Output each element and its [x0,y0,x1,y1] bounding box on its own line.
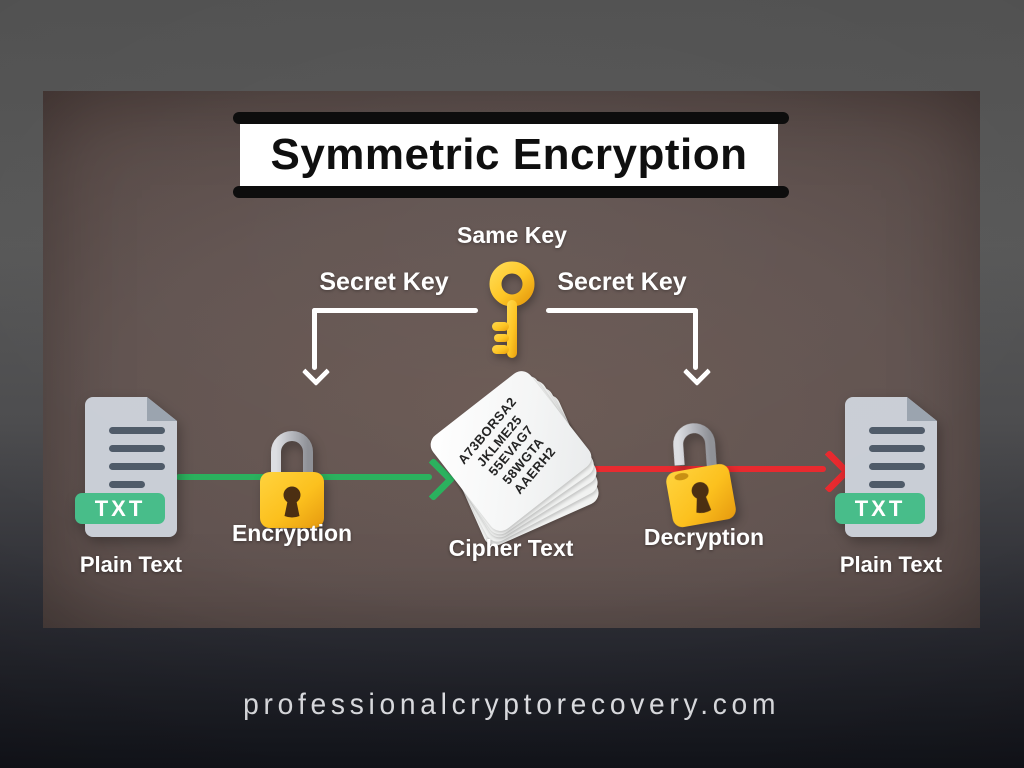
website-url: professionalcryptorecovery.com [243,688,781,721]
cipher-text-label: Cipher Text [448,535,574,561]
secret-key-right-drop-line [693,308,698,370]
txt-file-icon: TXT [835,397,939,541]
padlock-open-icon [666,423,736,528]
secret-key-left-drop-line [312,308,317,370]
cipher-text-lines: A73BORSA2 JKLME25 55EVAG7 58WGTA AAERH2 [454,394,559,498]
secret-key-left-label: Secret Key [319,268,449,296]
page-title: Symmetric Encryption [270,130,748,179]
title-bottom-bar [233,186,789,198]
encryption-label: Encryption [231,520,353,546]
secret-key-left-line [312,308,478,313]
cipher-text-papers-icon: A73BORSA2 JKLME25 55EVAG7 58WGTA AAERH2 [425,366,603,550]
title-box: Symmetric Encryption [240,123,778,187]
file-fold-corner [147,397,177,421]
decryption-label: Decryption [643,524,765,550]
plain-text-left-label: Plain Text [79,552,183,577]
txt-file-icon: TXT [75,397,179,541]
title-top-bar [233,112,789,124]
plain-text-right-label: Plain Text [839,552,943,577]
footer: professionalcryptorecovery.com [0,688,1024,722]
same-key-label: Same Key [457,222,567,248]
txt-badge: TXT [75,493,165,524]
secret-key-right-label: Secret Key [557,268,687,296]
file-fold-corner [907,397,937,421]
secret-key-right-line [546,308,698,313]
txt-badge: TXT [835,493,925,524]
key-icon [489,261,535,358]
padlock-closed-icon [260,431,324,528]
